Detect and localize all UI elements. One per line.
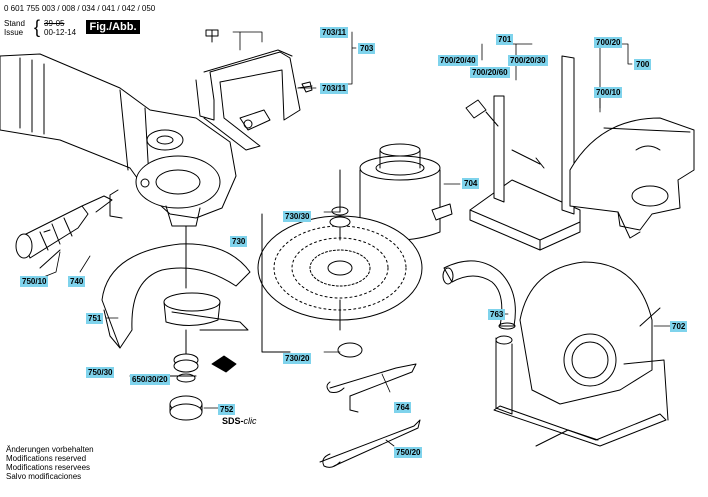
- stand-label: Stand: [4, 19, 25, 28]
- extraction-hood-drawing: [493, 261, 669, 447]
- wheel-guard-drawing: [101, 235, 251, 349]
- parallel-guide-drawing: [195, 29, 313, 151]
- part-label-752: 752: [218, 404, 236, 415]
- part-label-751: 751: [86, 313, 104, 324]
- part-label-750-10: 750/10: [20, 276, 49, 287]
- part-label-703: 703: [358, 43, 376, 54]
- part-label-704: 704: [462, 178, 480, 189]
- issue-label: Issue: [4, 28, 24, 37]
- sds-clic-logo: SDS-clic: [222, 416, 257, 426]
- part-label-700-20-60: 700/20/60: [470, 67, 510, 78]
- part-label-730: 730: [230, 236, 248, 247]
- part-label-750-20: 750/20: [394, 447, 423, 458]
- leader-lines-lower: [35, 211, 679, 447]
- part-label-700-20-30: 700/20/30: [508, 55, 548, 66]
- part-label-764: 764: [394, 402, 412, 413]
- angle-grinder-drawing: [0, 53, 237, 237]
- figure-label: Fig./Abb. 2: [86, 20, 140, 47]
- suction-tube-drawing: [442, 260, 516, 330]
- cutting-guide-frame-drawing: [465, 55, 581, 251]
- issue-date: 00-12-14: [44, 28, 77, 37]
- part-label-730-30: 730/30: [283, 211, 312, 222]
- part-label-703-11-top: 703/11: [320, 27, 349, 38]
- grinding-disc-drawing: [257, 169, 423, 358]
- part-label-700-10: 700/10: [594, 87, 623, 98]
- side-handle-drawing: [15, 195, 113, 269]
- footer-line-fr: Modifications reservees: [6, 463, 91, 472]
- part-label-650-30-20: 650/30/20: [130, 374, 170, 385]
- part-label-703-11-bottom: 703/11: [320, 83, 349, 94]
- part-label-730-20: 730/20: [283, 353, 312, 364]
- part-label-700-20: 700/20: [594, 37, 623, 48]
- sds-suffix: clic: [243, 416, 257, 426]
- document-number: 0 601 755 003 / 008 / 034 / 041 / 042 / …: [4, 4, 156, 13]
- part-label-750-30: 750/30: [86, 367, 115, 378]
- part-label-700: 700: [634, 59, 652, 70]
- part-label-763: 763: [488, 309, 506, 320]
- footer-line-en: Modifications reserved: [6, 454, 87, 463]
- part-label-700-20-40: 700/20/40: [438, 55, 478, 66]
- brace-icon: {: [34, 17, 41, 37]
- footer-line-de: Änderungen vorbehalten: [6, 445, 94, 454]
- footer-line-es: Salvo modificaciones: [6, 472, 82, 481]
- part-label-740: 740: [68, 276, 86, 287]
- part-label-701: 701: [496, 34, 514, 45]
- spanner-drawing: [319, 363, 421, 468]
- guard-700-drawing: [569, 117, 695, 239]
- stand-date: 39-05: [44, 19, 65, 28]
- footer-notes: Änderungen vorbehalten Modifications res…: [6, 445, 94, 481]
- sds-prefix: SDS-: [222, 416, 244, 426]
- part-label-702: 702: [670, 321, 688, 332]
